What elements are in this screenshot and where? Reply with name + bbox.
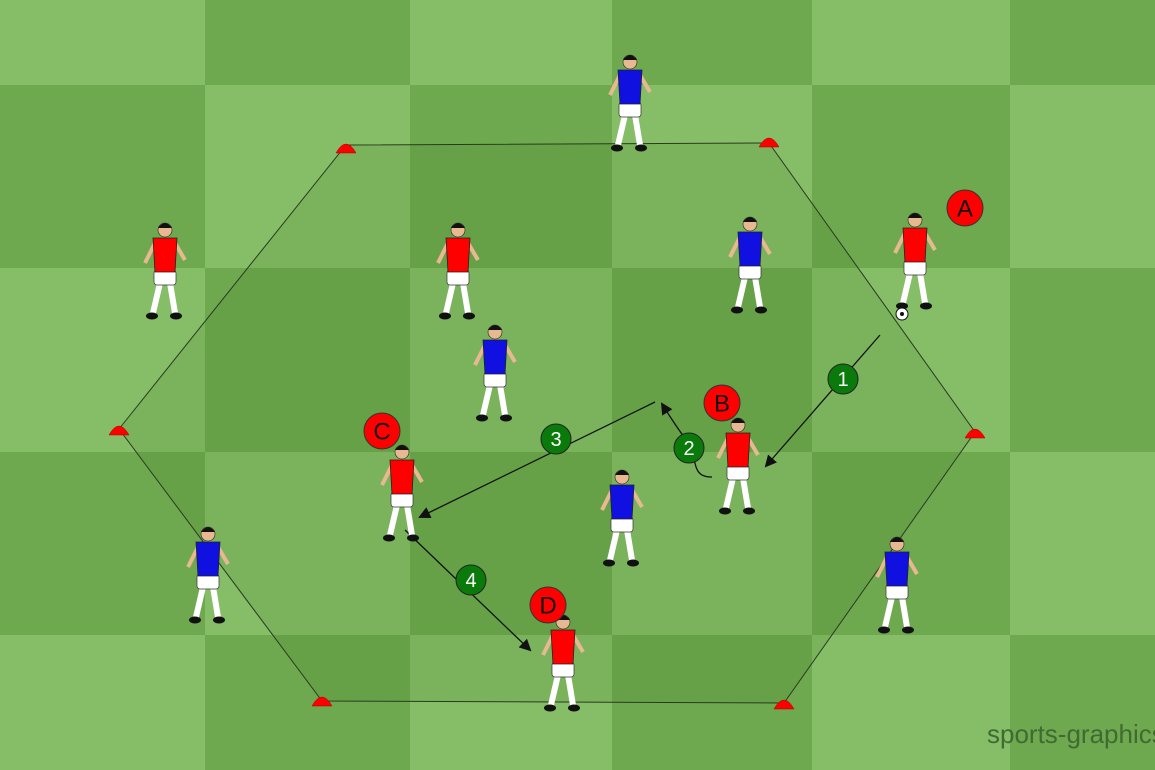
cone-icon [964,428,986,439]
cone-icon [758,137,780,148]
player-label: B [714,391,730,418]
player-label: C [373,419,390,446]
watermark: sports-graphics [987,719,1155,749]
red-player [143,222,187,320]
step-badge: 3 [540,423,572,455]
pitch-stripe [0,635,205,770]
red-player [716,417,760,515]
blue-player [600,469,644,567]
pitch-stripe [812,0,1010,85]
cone-icon [335,143,357,154]
step-number: 1 [837,369,848,391]
pitch-stripe [410,0,612,85]
pitch-stripe [205,452,410,635]
player-label: A [957,196,973,223]
pitch-stripe [205,635,410,770]
pitch-stripe [1010,85,1155,268]
red-player [893,212,937,310]
pitch-stripe [1010,268,1155,452]
red-player [436,222,480,320]
pitch-stripe [612,0,812,85]
blue-player [608,54,652,152]
player-label-badge: B [703,384,741,422]
step-number: 3 [550,429,561,451]
blue-player [875,536,919,634]
player-label-badge: A [946,189,984,227]
players [143,54,937,712]
pitch-stripe [410,268,612,452]
red-player [541,614,585,712]
cone-icon [773,699,795,710]
step-badge: 1 [827,363,859,395]
pitch-stripe [1010,452,1155,635]
ball [895,307,909,321]
pitch-stripe [812,268,1010,452]
cone-icon [108,425,130,436]
pitch-stripe [812,452,1010,635]
pitch-stripe [410,85,612,268]
pitch-stripe [812,635,1010,770]
arrow-1 [764,334,881,468]
pitch-stripe [612,268,812,452]
player-label: D [539,593,556,620]
step-number: 4 [465,570,476,592]
pitch-stripe [410,452,612,635]
step-badge: 2 [673,432,705,464]
blue-player [473,324,517,422]
cone-icon [311,696,333,707]
pitch-stripe [1010,0,1155,85]
player-label-badge: C [363,412,401,450]
pitch-stripe [0,452,205,635]
pitch-stripe [0,85,205,268]
pitch-stripe [205,85,410,268]
pitch-stripe [0,0,205,85]
blue-player [728,216,772,314]
pitch-stripe [1010,635,1155,770]
pitch-stripe [612,85,812,268]
pitch-stripe [205,0,410,85]
pitch-stripe [612,452,812,635]
step-number: 2 [683,438,694,460]
cones [108,137,986,710]
player-label-badge: D [529,586,567,624]
red-player [380,444,424,542]
blue-player [186,526,230,624]
step-badge: 4 [455,564,487,596]
arrow-3 [418,401,656,518]
